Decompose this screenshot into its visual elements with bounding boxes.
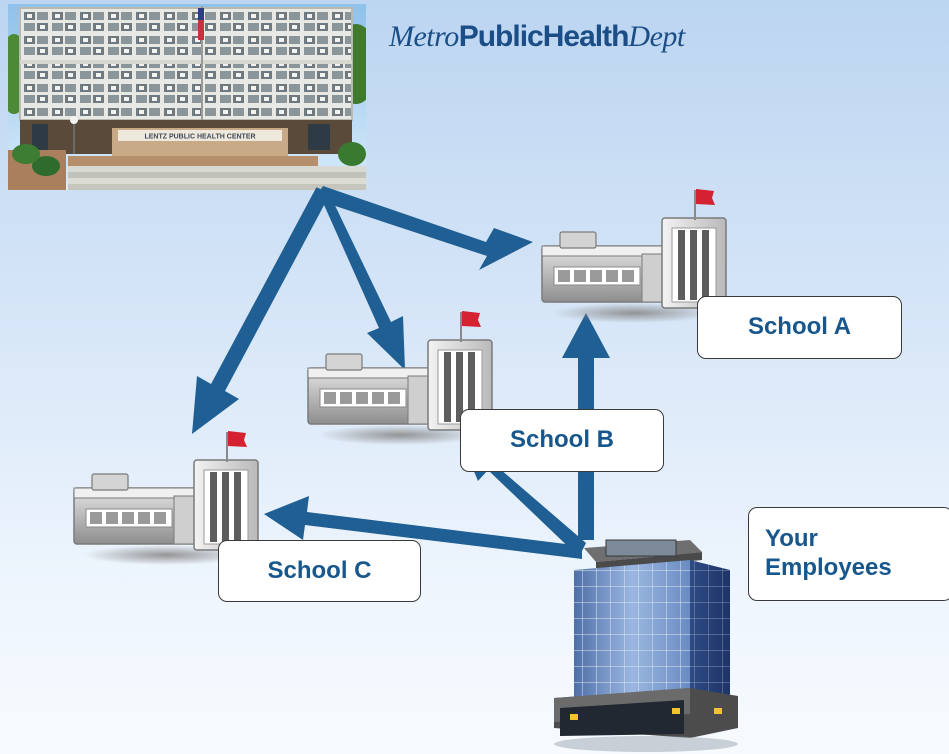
- employer-label: Your Employees: [748, 507, 949, 601]
- school-b-label-text: School B: [509, 426, 614, 454]
- brand-dept: Dept: [628, 20, 685, 53]
- arrow-dept-to-school-a: [314, 186, 533, 270]
- arrow-dept-to-school-b: [316, 187, 405, 370]
- office-building-icon: [554, 539, 738, 752]
- school-a-label-text: School A: [747, 313, 852, 341]
- brand-metro: Metro: [389, 20, 459, 53]
- school-c-label-text: School C: [267, 556, 372, 584]
- sign-text: LENTZ PUBLIC HEALTH CENTER: [144, 134, 255, 141]
- arrow-employer-to-school-c: [264, 496, 582, 559]
- health-center-photo: LENTZ PUBLIC HEALTH CENTER: [8, 4, 366, 190]
- brand-logo: MetroPublicHealthDept: [389, 20, 685, 54]
- brand-public-health: PublicHealth: [458, 20, 630, 53]
- employer-label-line1: Your: [765, 525, 818, 553]
- school-a-label: School A: [697, 296, 902, 359]
- employer-label-line2: Employees: [765, 554, 892, 581]
- school-c-label: School C: [218, 540, 421, 602]
- school-b-label: School B: [460, 409, 664, 472]
- arrow-dept-to-school-c: [192, 188, 330, 434]
